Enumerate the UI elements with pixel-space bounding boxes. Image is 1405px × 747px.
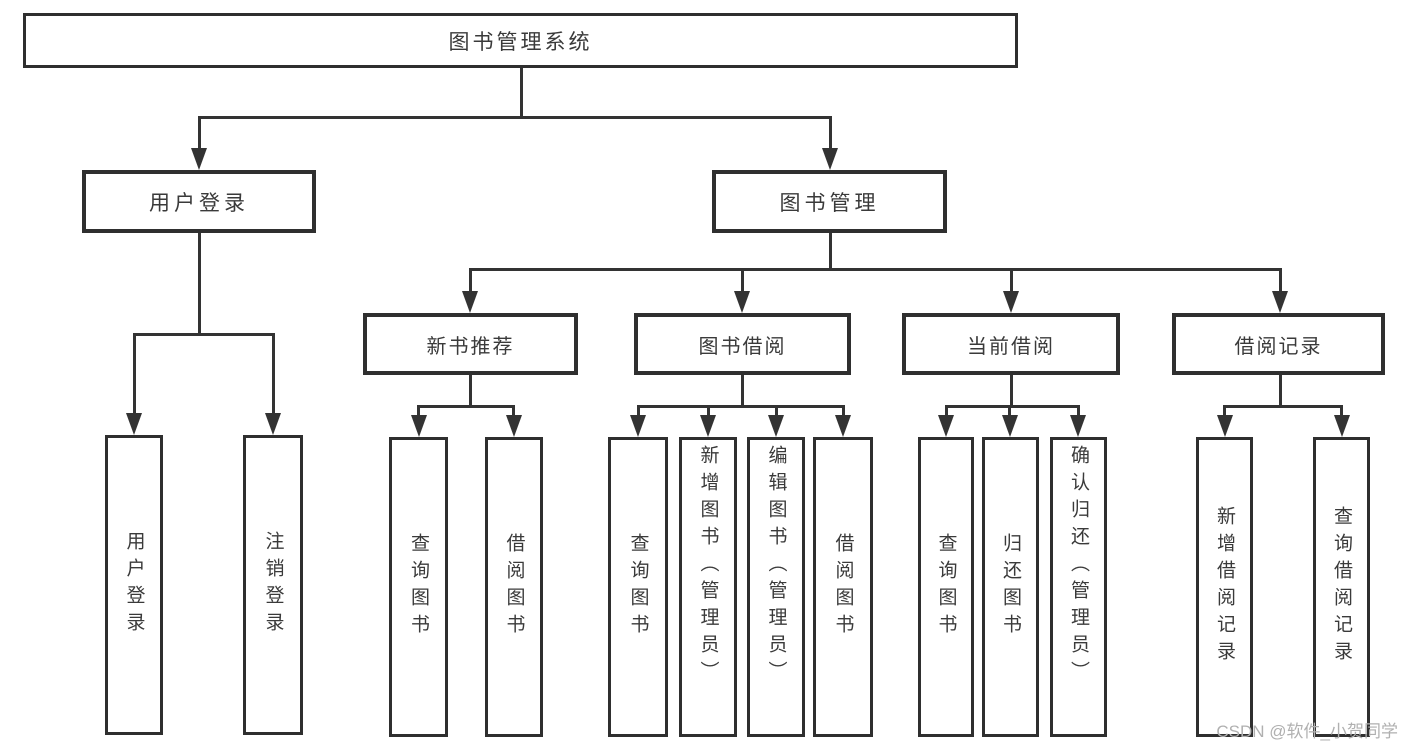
connector-line	[417, 405, 420, 419]
arrow-down-icon	[768, 415, 784, 437]
node-leaf-query-books-3: 查询图书	[918, 437, 974, 737]
connector-line	[271, 333, 275, 415]
connector-line	[944, 405, 1080, 408]
connector-line	[1223, 405, 1226, 419]
csdn-watermark: CSDN @软件_小贺同学	[1216, 722, 1398, 741]
node-leaf-confirm-return-admin: 确认归还（管理员）	[1050, 437, 1107, 737]
connector-line	[417, 405, 515, 408]
arrow-down-icon	[1001, 415, 1018, 437]
arrow-down-icon	[1070, 415, 1086, 437]
node-new-book-recommendation: 新书推荐	[363, 313, 578, 375]
arrow-down-icon	[734, 291, 750, 313]
arrow-down-icon	[191, 148, 207, 170]
arrow-down-icon	[265, 413, 281, 435]
connector-line	[828, 116, 832, 152]
node-leaf-query-books-1: 查询图书	[389, 437, 448, 737]
connector-line	[636, 405, 845, 408]
connector-line	[1009, 268, 1013, 294]
node-leaf-borrow-books-1: 借阅图书	[485, 437, 543, 737]
connector-line	[1278, 375, 1282, 408]
arrow-down-icon	[822, 148, 838, 170]
node-leaf-return-books: 归还图书	[982, 437, 1039, 737]
connector-line	[1009, 375, 1013, 408]
connector-line	[828, 233, 832, 271]
arrow-down-icon	[700, 415, 716, 437]
arrow-down-icon	[126, 413, 142, 435]
connector-line	[636, 405, 640, 419]
arrow-down-icon	[1216, 415, 1233, 437]
connector-line	[468, 268, 1282, 271]
connector-line	[132, 333, 275, 336]
connector-line	[740, 375, 744, 408]
node-leaf-query-borrow-record: 查询借阅记录	[1313, 437, 1370, 737]
connector-line	[841, 405, 845, 419]
connector-line	[774, 405, 778, 419]
connector-line	[1076, 405, 1080, 419]
node-library-management-system: 图书管理系统	[23, 13, 1018, 68]
arrow-down-icon	[410, 415, 427, 437]
node-leaf-add-borrow-record: 新增借阅记录	[1196, 437, 1253, 737]
arrow-down-icon	[835, 415, 851, 437]
node-leaf-edit-books-admin: 编辑图书（管理员）	[747, 437, 805, 737]
arrow-down-icon	[505, 415, 522, 437]
connector-line	[1278, 268, 1282, 294]
connector-line	[706, 405, 710, 419]
arrow-down-icon	[462, 291, 478, 313]
connector-line	[132, 333, 136, 415]
connector-line	[740, 268, 744, 294]
node-borrowing-records: 借阅记录	[1172, 313, 1385, 375]
connector-line	[512, 405, 515, 419]
connector-line	[1223, 405, 1343, 408]
node-current-borrowing: 当前借阅	[902, 313, 1120, 375]
arrow-down-icon	[938, 415, 954, 437]
arrow-down-icon	[630, 415, 646, 437]
connector-line	[1008, 405, 1011, 419]
arrow-down-icon	[1333, 415, 1350, 437]
connector-line	[944, 405, 948, 419]
connector-line	[468, 375, 472, 408]
node-leaf-logout: 注销登录	[243, 435, 303, 735]
connector-line	[197, 116, 201, 152]
connector-line	[468, 268, 472, 294]
node-user-login: 用户登录	[82, 170, 316, 233]
connector-line	[197, 233, 201, 336]
node-book-management: 图书管理	[712, 170, 947, 233]
node-leaf-user-login: 用户登录	[105, 435, 163, 735]
node-leaf-query-books-2: 查询图书	[608, 437, 668, 737]
arrow-down-icon	[1272, 291, 1288, 313]
node-book-borrowing: 图书借阅	[634, 313, 851, 375]
connector-line	[197, 116, 832, 119]
connector-line	[519, 68, 523, 118]
arrow-down-icon	[1003, 291, 1019, 313]
node-leaf-add-books-admin: 新增图书（管理员）	[679, 437, 737, 737]
connector-line	[1340, 405, 1343, 419]
node-leaf-borrow-books-2: 借阅图书	[813, 437, 873, 737]
